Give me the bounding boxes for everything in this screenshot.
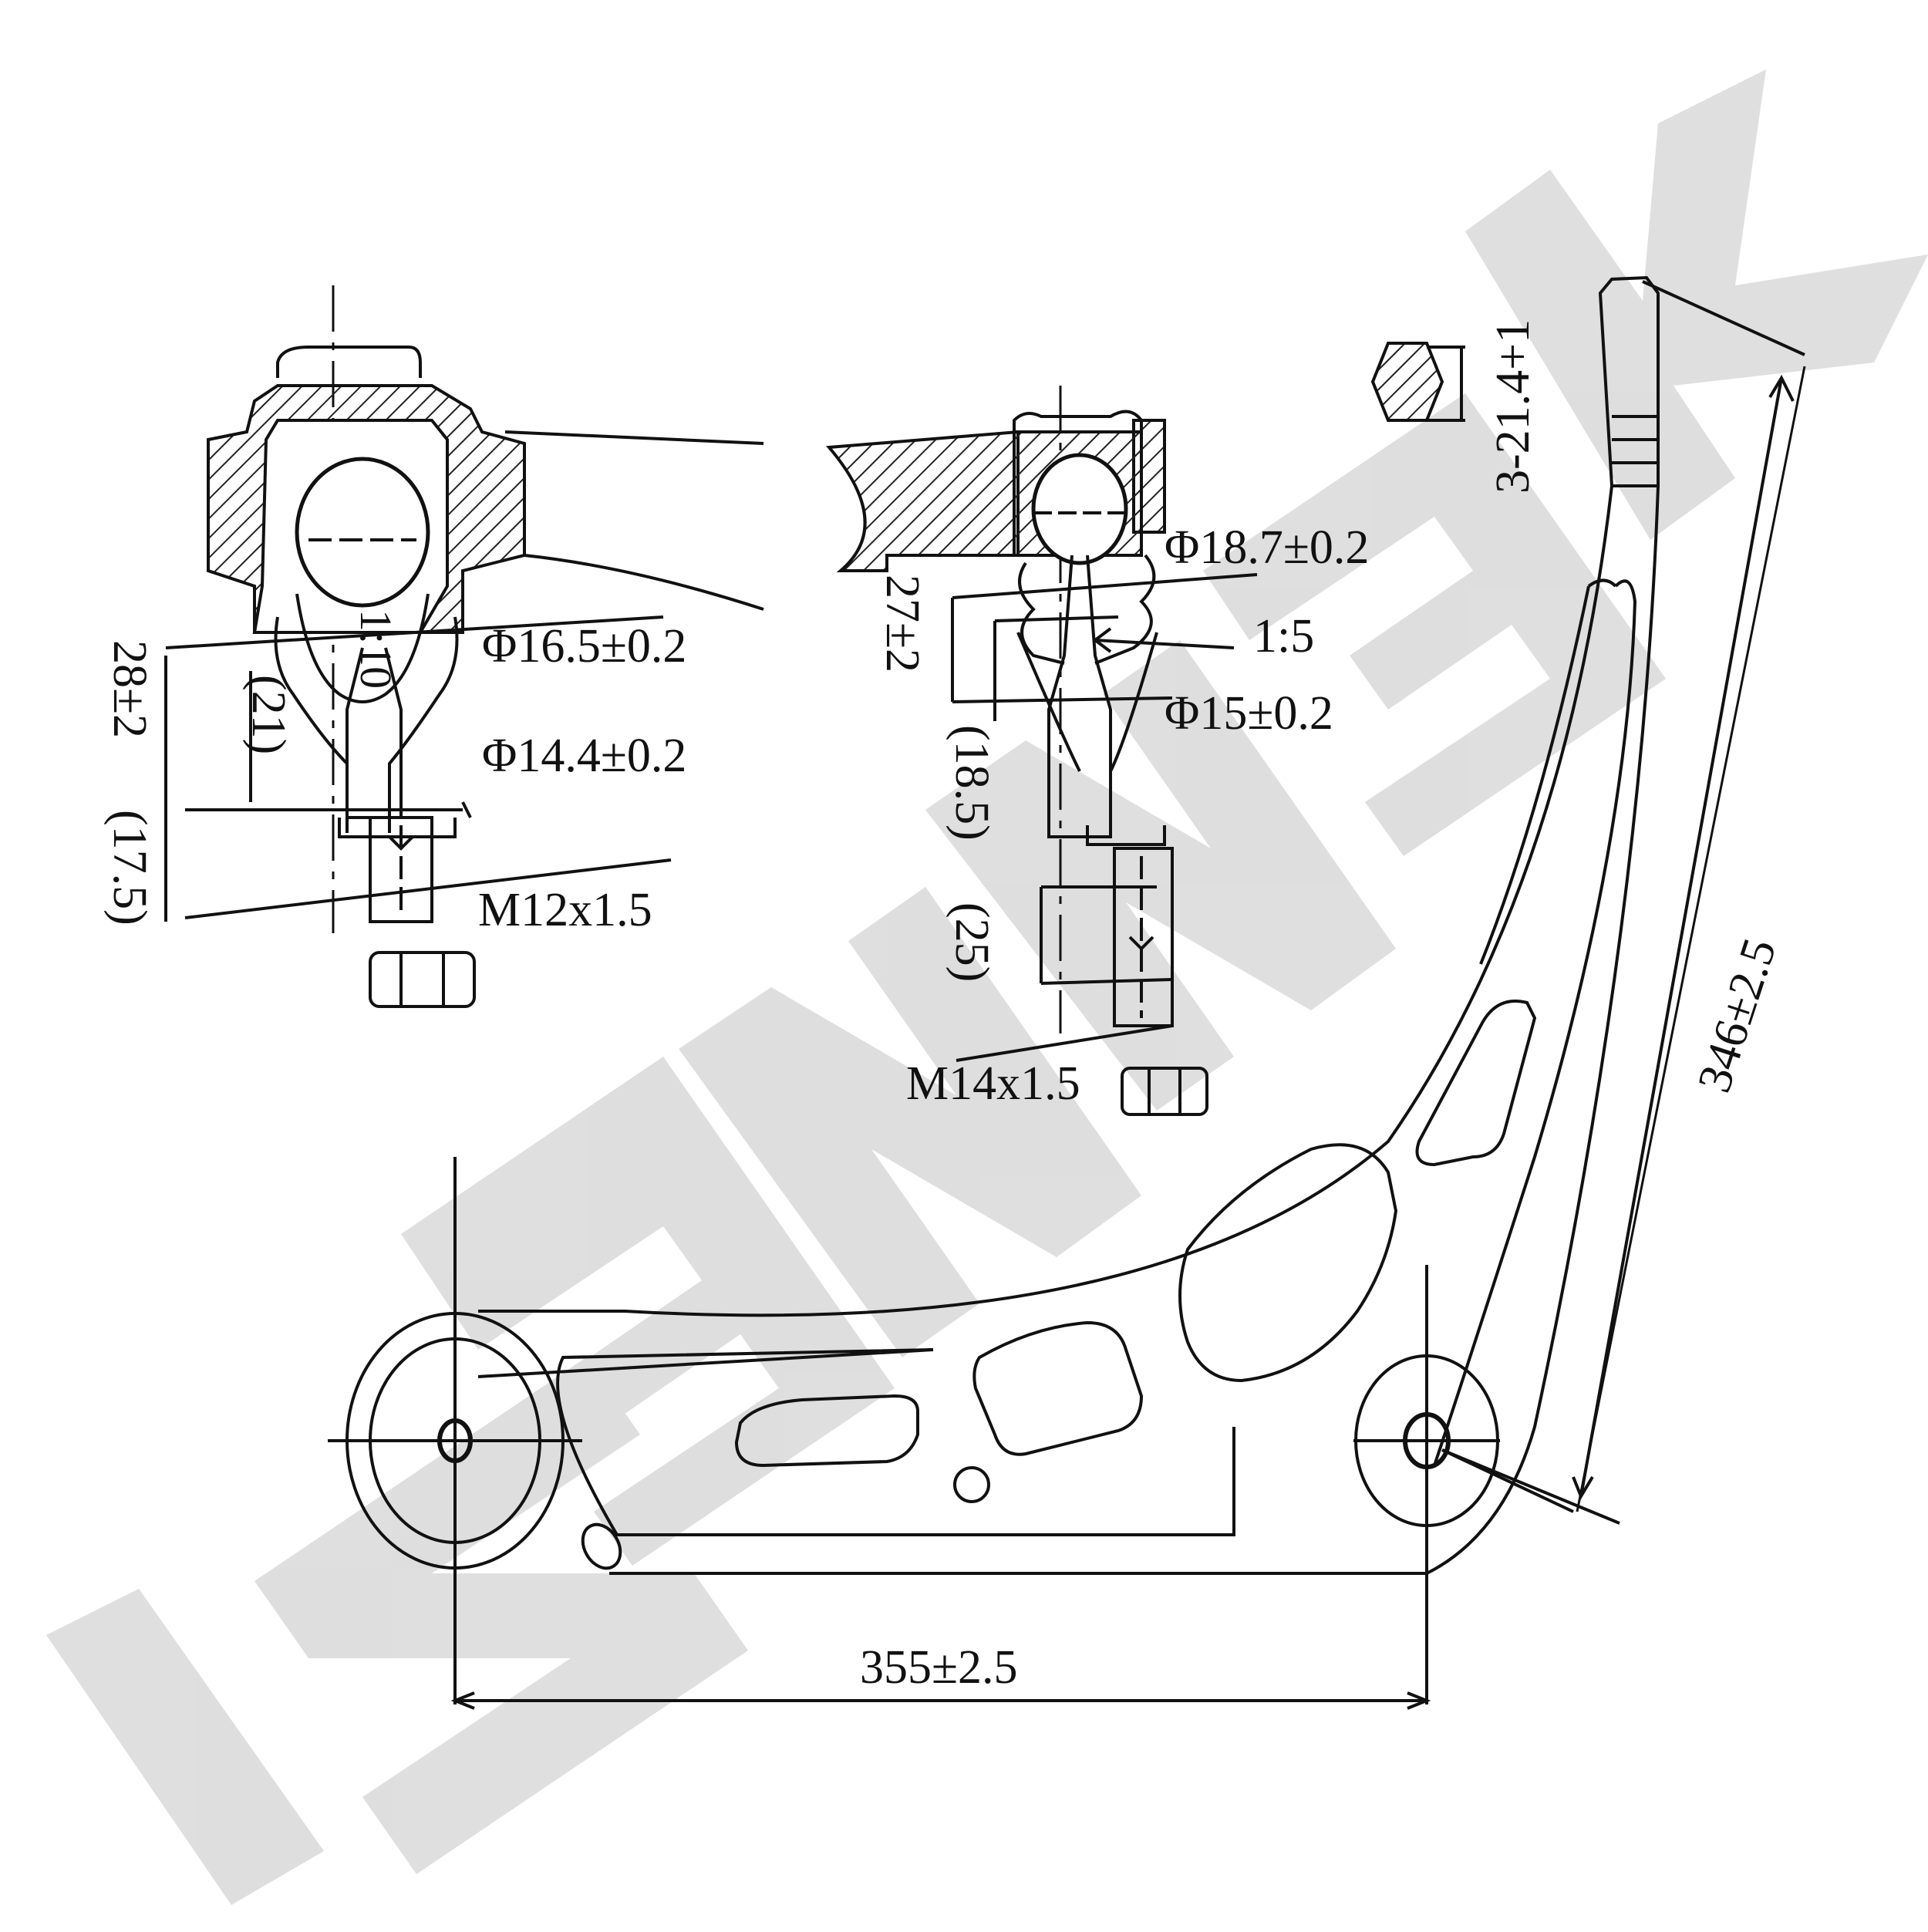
right-diameter-upper: Φ18.7±0.2 xyxy=(1165,521,1369,574)
left-thread: M12x1.5 xyxy=(478,884,652,936)
left-taper: 1:10 xyxy=(351,609,401,689)
control-arm xyxy=(328,275,1806,1710)
left-diameter-upper: Φ16.5±0.2 xyxy=(482,620,686,673)
right-diameter-lower: Φ15±0.2 xyxy=(1165,687,1333,740)
left-height-inner: (21) xyxy=(242,675,295,754)
right-height-lower: (25) xyxy=(945,902,998,982)
right-taper: 1:5 xyxy=(1253,610,1314,663)
left-height-lower: (17.5) xyxy=(103,810,156,926)
left-diameter-lower: Φ14.4±0.2 xyxy=(482,730,686,782)
ball-joint-right xyxy=(825,386,1258,1116)
bushing-distance-dimension: 355±2.5 xyxy=(860,1641,1018,1694)
right-height-total: 27±2 xyxy=(876,575,929,673)
watermark xyxy=(46,69,1928,1905)
arm-length-dimension: 346±2.5 xyxy=(1688,932,1787,1099)
left-height-total: 28±2 xyxy=(103,640,156,738)
right-thread: M14x1.5 xyxy=(906,1057,1080,1110)
ball-joint-left xyxy=(164,285,764,1008)
end-hex-dimension: 3-21.4+1 xyxy=(1487,319,1539,494)
right-height-inner: (18.5) xyxy=(945,725,998,841)
hex-section-symbol xyxy=(1370,342,1465,422)
